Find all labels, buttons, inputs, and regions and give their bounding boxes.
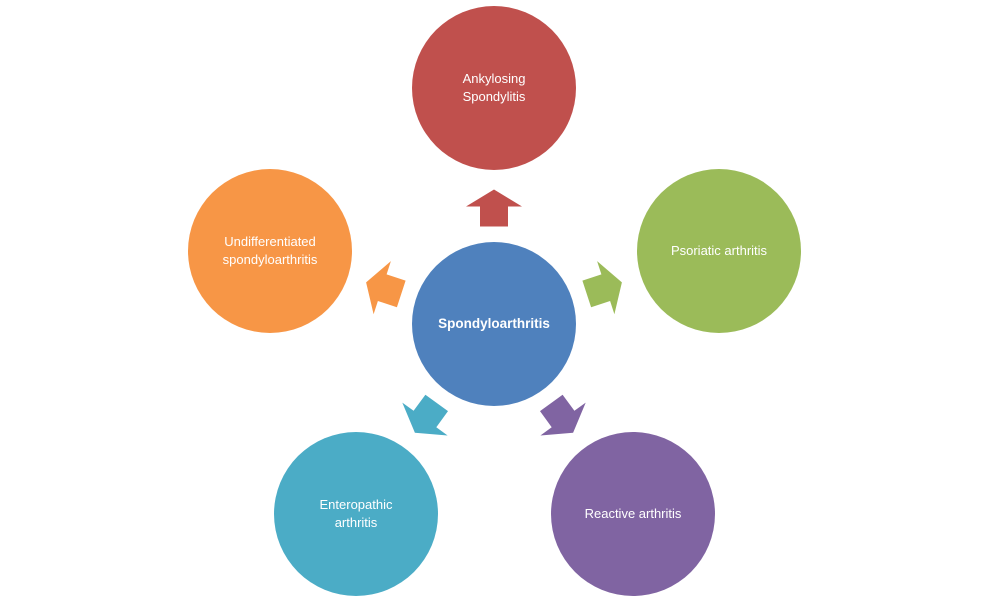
arrow-to-ankylosing-spondylitis [466, 189, 522, 227]
node-reactive-arthritis: Reactive arthritis [551, 432, 715, 596]
node-ankylosing-spondylitis-label: Ankylosing Spondylitis [462, 71, 526, 104]
node-undifferentiated-spondyloarthritis-label: Undifferentiated spondyloarthritis [222, 234, 318, 267]
node-psoriatic-arthritis-label: Psoriatic arthritis [670, 243, 768, 258]
arrow-to-undifferentiated-spondyloarthritis [366, 261, 406, 315]
center-node: Spondyloarthritis [412, 242, 576, 406]
arrow-to-enteropathic-arthritis [402, 394, 448, 436]
arrow-to-psoriatic-arthritis [582, 261, 622, 315]
node-ankylosing-spondylitis: Ankylosing Spondylitis [412, 6, 576, 170]
center-node-label: Spondyloarthritis [438, 316, 550, 331]
arrow-to-reactive-arthritis [540, 394, 586, 436]
node-psoriatic-arthritis: Psoriatic arthritis [637, 169, 801, 333]
node-enteropathic-arthritis: Enteropathic arthritis [274, 432, 438, 596]
node-enteropathic-arthritis-label: Enteropathic arthritis [319, 497, 393, 530]
node-undifferentiated-spondyloarthritis: Undifferentiated spondyloarthritis [188, 169, 352, 333]
node-reactive-arthritis-label: Reactive arthritis [584, 506, 682, 521]
